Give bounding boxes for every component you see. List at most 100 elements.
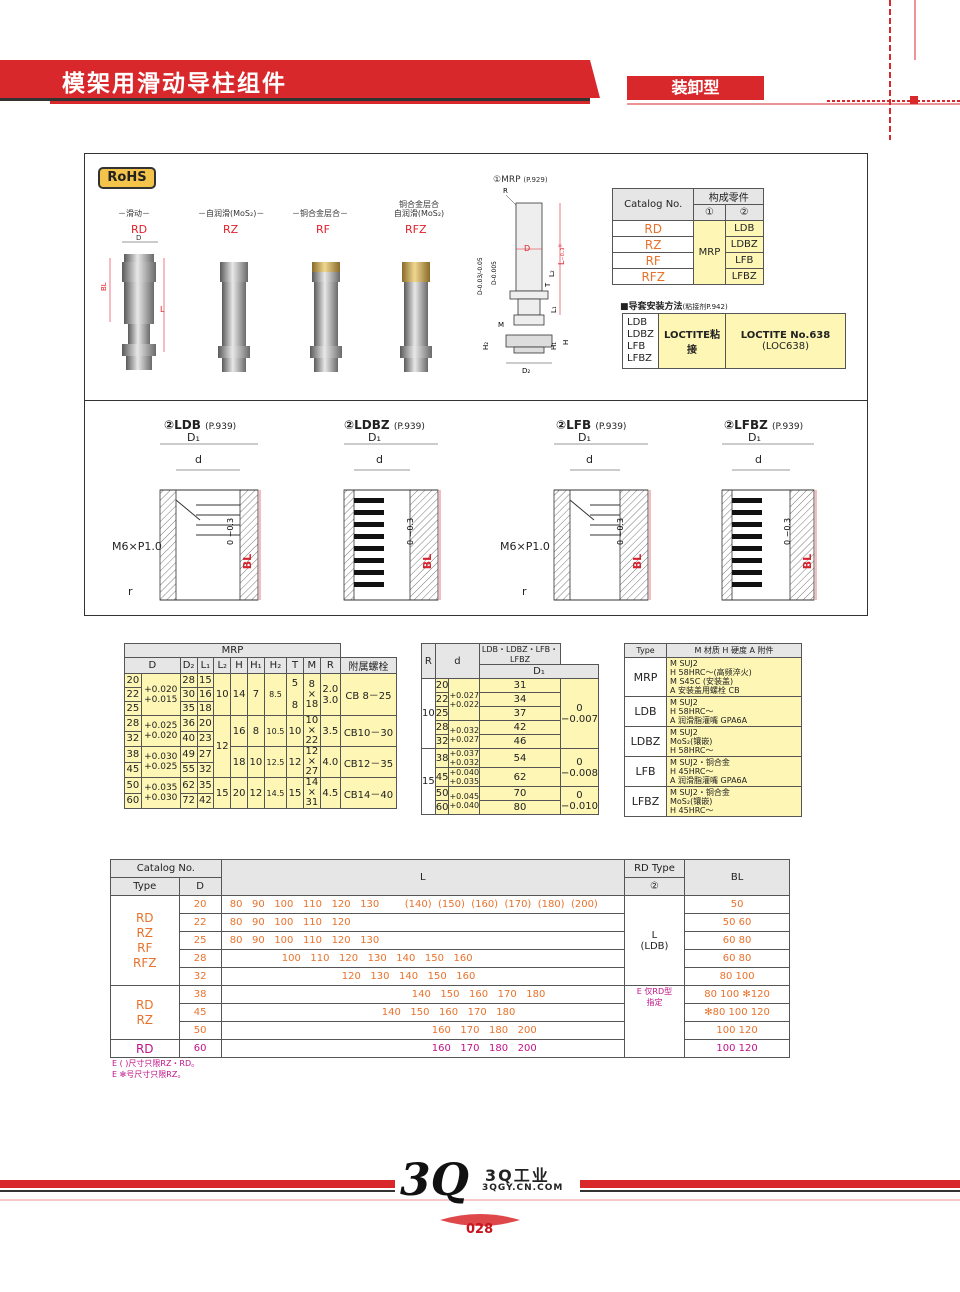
ldb-cell-d: 28 [434, 720, 450, 735]
material-type: LFB [624, 756, 667, 787]
mrp-cell-d: 45 [124, 761, 142, 778]
material-desc: M SUJ2 H 58HRC～(高频淬火) M S45C (安装盖) A 安装盖… [666, 657, 802, 697]
mrp-cell-d: 25 [124, 701, 142, 716]
main-header-l: L [220, 859, 625, 896]
svg-text:L₂: L₂ [548, 270, 556, 277]
material-table: Type M 材质 H 硬度 A 附件 MRP M SUJ2 H 58HRC～(… [624, 643, 802, 817]
material-type: MRP [624, 657, 667, 697]
install-title: ■导套安装方法(粘接剂P.942) [620, 302, 728, 312]
svg-text:0 −0.3: 0 −0.3 [616, 518, 625, 545]
main-cell-d: 50 [178, 1021, 222, 1040]
bush-section-drawings: 0 −0.3 0 −0.3 0 −0.3 [159, 443, 817, 601]
footer-decoration [0, 1180, 960, 1226]
main-header-d: D [178, 877, 222, 896]
variant-code-rz: RZ [223, 223, 239, 236]
thread-label: M6×P1.0 [500, 540, 550, 553]
mrp-cell-t: 15 [286, 777, 304, 809]
ldb-cell-tol: +0.040 +0.035 [448, 767, 481, 787]
frame-divider [84, 400, 868, 401]
install-product: LOCTITE No.638 (LOC638) [725, 313, 846, 369]
mrp-cell-tol: +0.030 +0.025 [140, 746, 181, 778]
mrp-cell-h2: 14.5 [263, 777, 288, 809]
ldb-cell-d: 50 [434, 786, 450, 801]
svg-text:H₂: H₂ [482, 342, 490, 350]
ldb-section: 0 −0.3 [159, 443, 261, 601]
main-header-catalog: Catalog No. [110, 859, 222, 878]
composition-part2: LDBZ [724, 236, 764, 253]
main-header-rd-sub: ② [623, 877, 686, 896]
mrp-cell-l1: 27 [196, 746, 215, 763]
main-cell-l: 80 90 100 110 120 130 [220, 931, 625, 950]
main-cell-l: 80 90 100 110 120 130 (140) (150) (160) … [220, 895, 625, 914]
main-header-bl: BL [684, 859, 790, 896]
mrp-header: D [124, 657, 181, 674]
material-desc: M SUJ2 MoS₂(镶嵌) H 58HRC～ [666, 726, 802, 757]
variant-code-rf: RF [316, 223, 330, 236]
composition-table: Catalog No. 构成零件 ① ② RD MRP LDB RZ LDBZ … [611, 188, 764, 285]
main-header-type: Type [110, 877, 180, 896]
main-cell-d: 20 [178, 895, 222, 914]
ldb-cell-d1: 42 [479, 720, 561, 735]
pin-rfz-image [400, 262, 432, 372]
material-header-desc: M 材质 H 硬度 A 附件 [666, 643, 802, 658]
mrp-cell-l1: 15 [196, 673, 215, 688]
bush-d-label: d [376, 453, 383, 466]
variant-desc-rfz: 铜合金层合 自润滑(MoS₂) [393, 200, 445, 218]
install-types: LDB LDBZ LFB LFBZ [622, 313, 659, 369]
page-title: 模架用滑动导柱组件 [62, 71, 287, 97]
svg-text:L₁: L₁ [550, 306, 558, 313]
composition-type: RFZ [611, 268, 695, 285]
mrp-header: L₂ [213, 657, 232, 674]
notes: E ( )尺寸只限RZ・RD。 E ✻号尺寸只限RZ。 [112, 1058, 199, 1080]
ldb-cell-r: 15 [421, 748, 436, 815]
mrp-cell-d2: 62 [179, 777, 198, 794]
bush-d1-label: D₁ [748, 431, 761, 444]
composition-type: RD [611, 220, 695, 237]
thread-label: M6×P1.0 [112, 540, 162, 553]
ldb-cell-d1: 80 [479, 800, 561, 815]
composition-header-parts: 构成零件 [693, 188, 764, 205]
mrp-cell-h1: 10 [246, 746, 265, 778]
mrp-cell-h2: 12.5 [263, 746, 288, 778]
main-cell-l: 80 90 100 110 120 [220, 913, 625, 932]
install-method: LOCTITE粘接 [657, 313, 727, 369]
ldb-cell-d: 60 [434, 800, 450, 815]
variant-code-rfz: RFZ [405, 223, 427, 236]
svg-text:0 −0.3: 0 −0.3 [226, 518, 235, 545]
svg-text:D-0.005: D-0.005 [491, 261, 498, 285]
guide-pin-illustrations: D BL L [100, 234, 432, 372]
main-cell-d: 25 [178, 931, 222, 950]
mrp-cell-h: 14 [230, 673, 248, 716]
composition-part2: LFB [724, 252, 764, 269]
mrp-cell-d2: 72 [179, 792, 198, 809]
main-cell-l: 120 130 140 150 160 [220, 967, 625, 986]
mrp-header: M [302, 657, 321, 674]
ldbz-section: 0 −0.3 [343, 443, 441, 601]
composition-part2: LDB [724, 220, 764, 237]
mrp-header: T [286, 657, 304, 674]
mrp-cell-h1: 12 [246, 777, 265, 809]
mrp-cell-d2: 35 [179, 701, 198, 716]
ldb-cell-d: 45 [434, 767, 450, 787]
svg-text:L: L [160, 305, 165, 314]
svg-text:0 −0.3: 0 −0.3 [783, 518, 792, 545]
mrp-cell-l2: 15 [213, 777, 232, 809]
ldb-header-d: d [434, 643, 481, 679]
main-cell-d: 38 [178, 985, 222, 1004]
mrp-cell-r: 4.5 [319, 777, 341, 809]
mrp-header: H [230, 657, 248, 674]
mrp-header: R [319, 657, 341, 674]
mrp-cell-tol: +0.035 +0.030 [140, 777, 181, 809]
main-cell-bl: ✻80 100 120 [684, 1003, 790, 1022]
main-cell-d: 60 [178, 1039, 222, 1058]
mrp-cell-m: 12 × 27 [302, 746, 321, 778]
mrp-cell-h: 18 [230, 746, 248, 778]
main-cell-l: 140 150 160 170 180 [220, 1003, 625, 1022]
mrp-cell-r: 4.0 [319, 746, 341, 778]
svg-text:H: H [562, 340, 570, 345]
main-cell-l: 100 110 120 130 140 150 160 [220, 949, 625, 968]
label-r: R [503, 187, 508, 195]
ldb-cell-d1: 37 [479, 706, 561, 721]
svg-text:3Q: 3Q [400, 1155, 469, 1206]
mrp-cell-tol: +0.025 +0.020 [140, 715, 181, 747]
